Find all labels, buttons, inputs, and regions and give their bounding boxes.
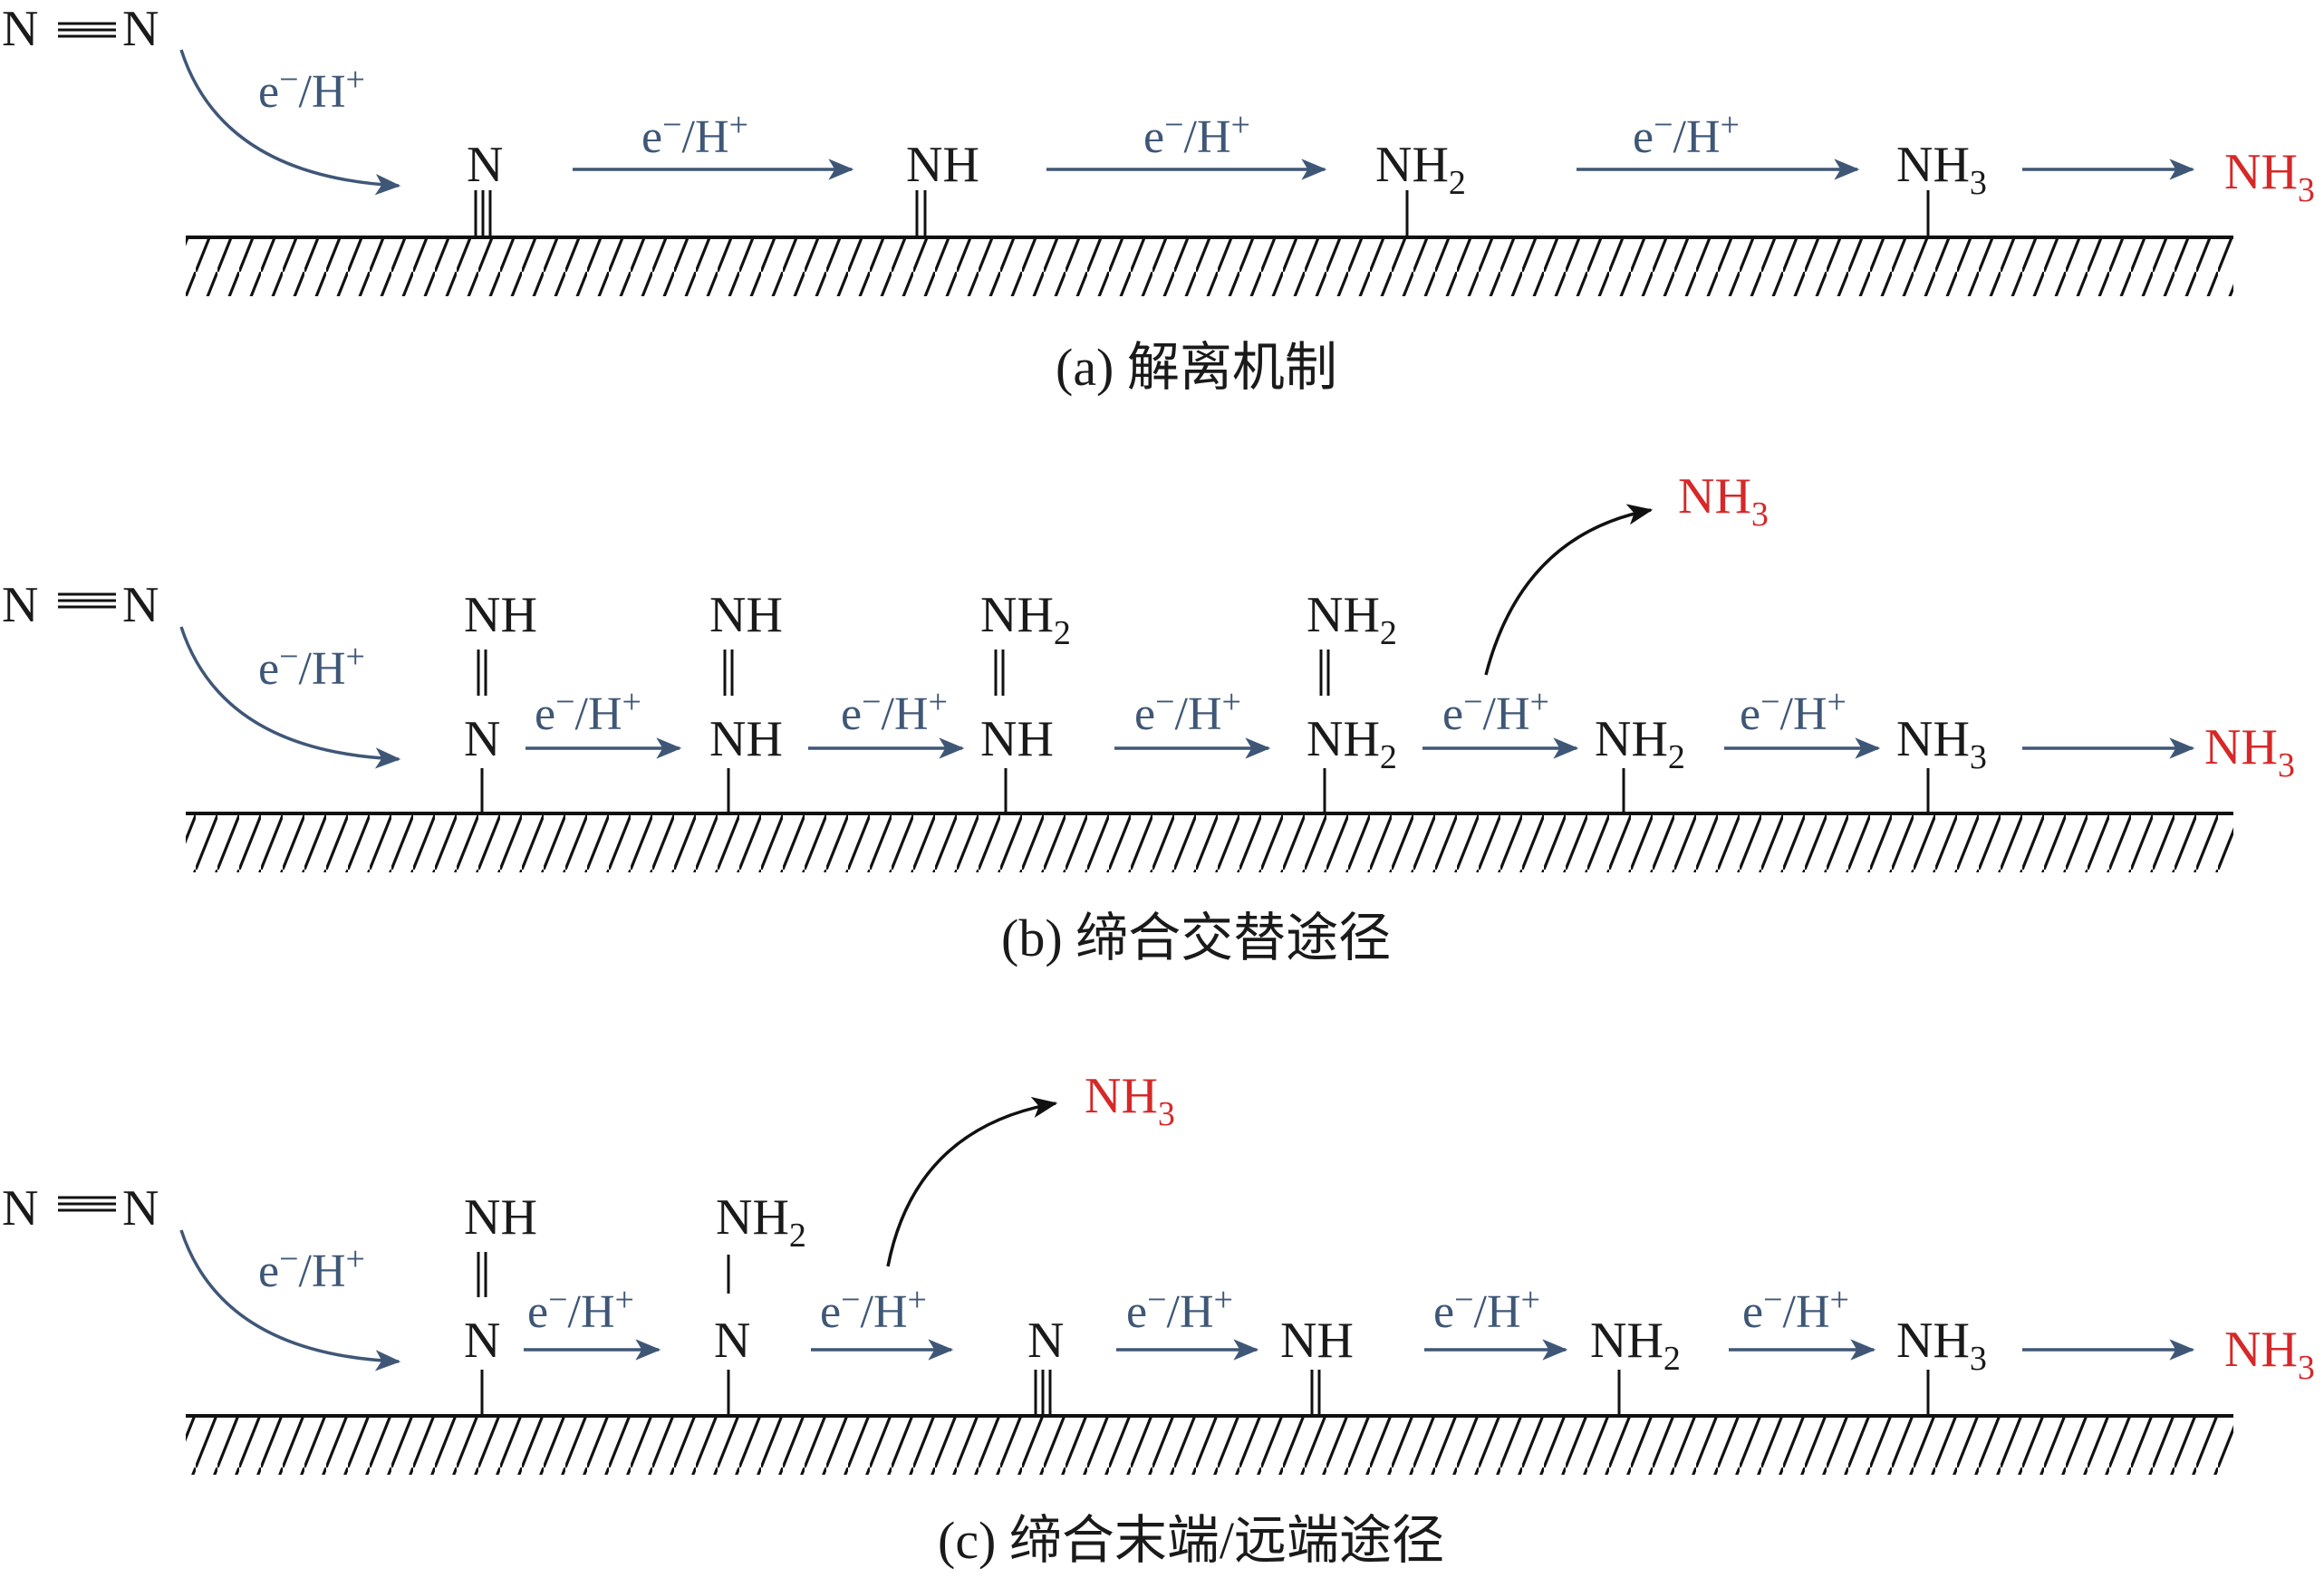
species-formula: NH xyxy=(709,711,783,767)
species-top-formula: NH2 xyxy=(1307,587,1397,652)
triple-bond-icon xyxy=(474,190,492,237)
reaction-label: e−/H+ xyxy=(258,1240,365,1297)
n2-right-atom: N xyxy=(122,1180,159,1236)
species-top-formula: NH2 xyxy=(716,1189,806,1255)
release-curved-arrow xyxy=(1484,504,1654,676)
species-formula: NH3 xyxy=(1896,711,1987,776)
double-bond-icon xyxy=(477,1252,487,1297)
adsorbed-species-n: N xyxy=(467,137,503,237)
adsorbed-species-nnh: NH N xyxy=(464,587,537,813)
triple-bond-icon xyxy=(1034,1370,1052,1416)
panel-caption: (c) 缔合末端/远端途径 xyxy=(938,1511,1444,1570)
species-formula: NH xyxy=(906,137,979,193)
species-formula: N xyxy=(714,1313,750,1369)
triple-bond-icon xyxy=(58,592,116,609)
reaction-label: e−/H+ xyxy=(1433,1281,1540,1338)
reaction-label: e−/H+ xyxy=(1742,1281,1849,1338)
reaction-label: e−/H+ xyxy=(641,106,748,163)
double-bond-icon xyxy=(994,649,1005,696)
triple-bond-icon xyxy=(58,1196,116,1212)
species-formula: NH2 xyxy=(1595,711,1685,776)
reaction-label: e−/H+ xyxy=(841,683,948,740)
adsorbed-species-nnh: NH N xyxy=(464,1189,537,1416)
panel-c-surface xyxy=(186,1414,2233,1475)
product-nh3: NH3 xyxy=(2224,144,2315,209)
n2-left-atom: N xyxy=(2,577,38,633)
species-top-formula: NH xyxy=(464,587,537,643)
adsorbed-species-nh2nh: NH2 NH xyxy=(980,587,1071,813)
adsorbed-species-nh: NH xyxy=(906,137,979,237)
species-formula: NH2 xyxy=(1307,711,1397,776)
reaction-label: e−/H+ xyxy=(1126,1281,1233,1338)
panel-caption: (b) 缔合交替途径 xyxy=(1001,909,1391,967)
panel-a: N N e−/H+ N e−/H+ NH xyxy=(2,1,2315,397)
triple-bond-icon xyxy=(58,22,116,38)
panel-c: N N e−/H+ NH N e−/H+ NH2 N xyxy=(2,1068,2315,1570)
n2-left-atom: N xyxy=(2,1180,38,1236)
species-formula: NH3 xyxy=(1896,1313,1987,1378)
double-bond-icon xyxy=(723,649,734,696)
reaction-label: e−/H+ xyxy=(535,683,641,740)
species-formula: NH xyxy=(980,711,1054,767)
adsorbed-species-nh2: NH2 xyxy=(1375,137,1466,237)
double-bond-icon xyxy=(915,190,927,237)
adsorbed-species-n: N xyxy=(1027,1313,1064,1416)
species-top-formula: NH2 xyxy=(980,587,1071,652)
adsorbed-species-nh2: NH2 xyxy=(1590,1313,1681,1416)
panel-b: N N e−/H+ NH N e−/H+ NH xyxy=(2,468,2295,967)
reaction-label: e−/H+ xyxy=(1740,683,1847,740)
species-top-formula: NH xyxy=(464,1189,537,1246)
species-formula: N xyxy=(467,137,503,193)
panel-a-surface xyxy=(186,236,2233,296)
species-formula: NH3 xyxy=(1896,137,1987,202)
adsorbed-species-nh3: NH3 xyxy=(1896,1313,1987,1416)
reaction-label: e−/H+ xyxy=(820,1281,927,1338)
species-formula: NH2 xyxy=(1375,137,1466,202)
reaction-label: e−/H+ xyxy=(1143,106,1250,163)
double-bond-icon xyxy=(1319,649,1330,696)
adsorbed-species-nh2nh2: NH2 NH2 xyxy=(1307,587,1397,813)
adsorbed-species-nh3: NH3 xyxy=(1896,137,1987,237)
reaction-label: e−/H+ xyxy=(258,61,365,118)
adsorbed-species-nh2: NH2 xyxy=(1595,711,1685,813)
species-top-formula: NH xyxy=(709,587,783,643)
species-formula: N xyxy=(464,711,500,767)
adsorption-curved-arrow xyxy=(179,49,401,196)
species-formula: NH2 xyxy=(1590,1313,1681,1378)
released-nh3: NH3 xyxy=(1678,468,1769,534)
species-formula: NH xyxy=(1280,1313,1354,1369)
panel-c-dinitrogen: N N xyxy=(2,1180,159,1236)
adsorbed-species-nh3: NH3 xyxy=(1896,711,1987,813)
n2-left-atom: N xyxy=(2,1,38,57)
adsorption-curved-arrow xyxy=(179,1229,401,1371)
reaction-label: e−/H+ xyxy=(258,638,365,695)
panel-b-dinitrogen: N N xyxy=(2,577,159,633)
reaction-label: e−/H+ xyxy=(1633,106,1740,163)
adsorption-curved-arrow xyxy=(179,626,401,769)
reaction-label: e−/H+ xyxy=(1442,683,1549,740)
n2-right-atom: N xyxy=(122,577,159,633)
species-formula: N xyxy=(1027,1313,1064,1369)
panel-a-dinitrogen: N N xyxy=(2,1,159,57)
reaction-label: e−/H+ xyxy=(1134,683,1241,740)
reaction-label: e−/H+ xyxy=(527,1281,634,1338)
release-curved-arrow xyxy=(886,1096,1058,1267)
panel-b-surface xyxy=(186,812,2233,872)
adsorbed-species-nhnh: NH NH xyxy=(709,587,783,813)
n2-right-atom: N xyxy=(122,1,159,57)
adsorbed-species-nh: NH xyxy=(1280,1313,1354,1416)
species-formula: N xyxy=(464,1313,500,1369)
panel-caption: (a) 解离机制 xyxy=(1056,338,1337,397)
product-nh3: NH3 xyxy=(2204,719,2295,784)
double-bond-icon xyxy=(477,649,487,696)
released-nh3: NH3 xyxy=(1085,1068,1175,1133)
adsorbed-species-nnh2: NH2 N xyxy=(714,1189,806,1416)
double-bond-icon xyxy=(1310,1370,1321,1416)
product-nh3: NH3 xyxy=(2224,1322,2315,1387)
